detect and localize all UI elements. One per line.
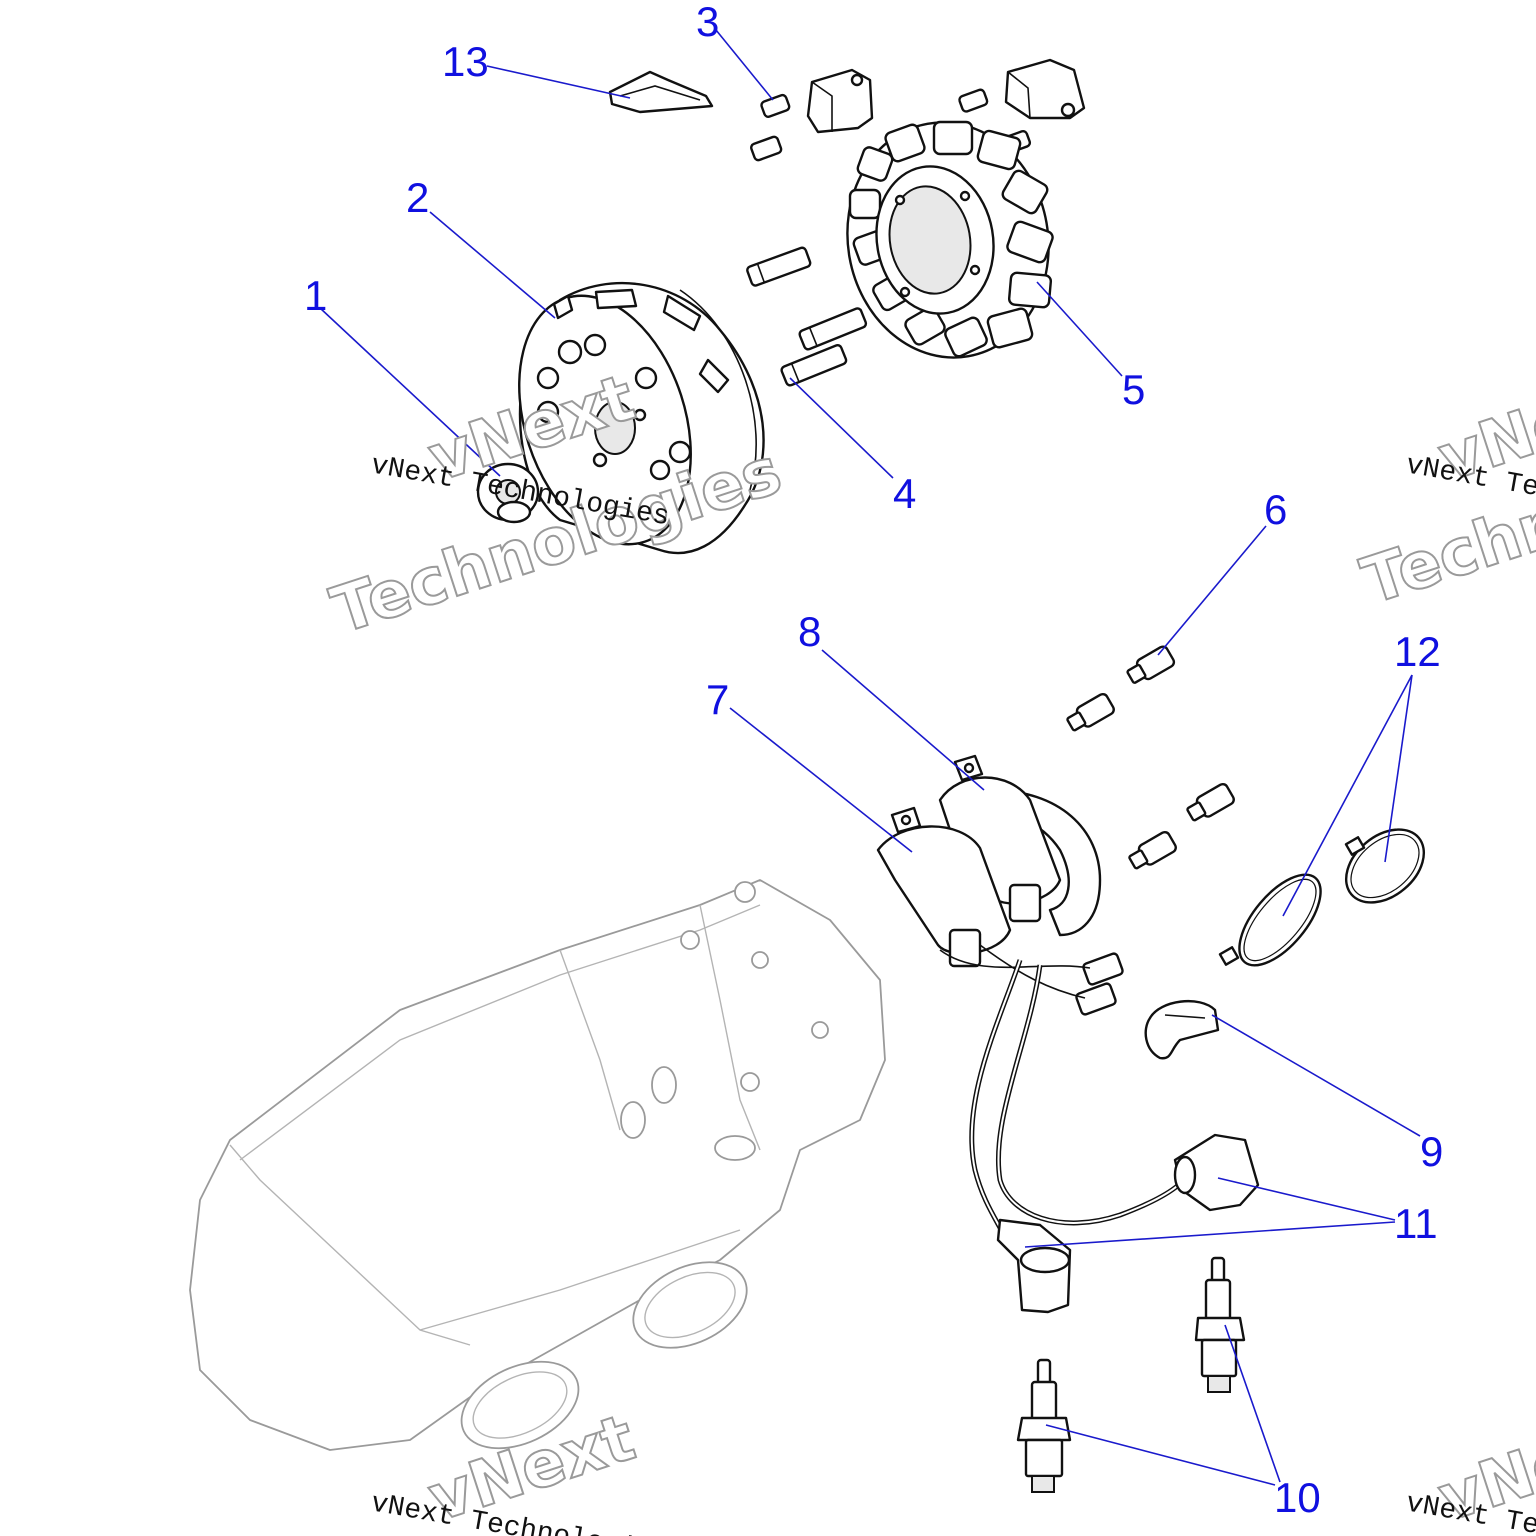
stator-part-5 — [846, 120, 1054, 359]
leader-6 — [1157, 525, 1267, 656]
leader-12a — [1282, 674, 1413, 917]
spark-plug-cap-upper — [1173, 1133, 1260, 1212]
spark-plug-upper — [1194, 1256, 1246, 1393]
leader-9 — [1211, 1014, 1421, 1137]
callout-7: 7 — [706, 676, 729, 723]
leader-5 — [1036, 281, 1123, 377]
cable-tie-left — [1218, 873, 1322, 967]
callout-6: 6 — [1264, 486, 1287, 533]
leader-lines — [319, 29, 1421, 1486]
pickup-sensor-left — [806, 68, 874, 134]
cable-tie-right — [1344, 828, 1426, 904]
callout-8: 8 — [798, 608, 821, 655]
leader-10a — [1224, 1324, 1281, 1483]
leader-10b — [1045, 1424, 1276, 1486]
bracket-part-13 — [608, 70, 714, 114]
callout-1: 1 — [304, 272, 327, 319]
callout-5: 5 — [1122, 366, 1145, 413]
clip-part-9 — [1144, 999, 1220, 1060]
leader-2 — [429, 211, 556, 319]
callout-13: 13 — [442, 38, 489, 85]
ignition-coil-part-8 — [938, 754, 1062, 905]
callout-9: 9 — [1420, 1128, 1443, 1175]
leader-13 — [486, 65, 631, 99]
engine-block-outline — [189, 879, 886, 1451]
leader-11a — [1217, 1177, 1396, 1221]
leader-1 — [319, 307, 501, 477]
washer-part-1 — [476, 462, 540, 524]
callout-3: 3 — [696, 0, 719, 45]
callout-10: 10 — [1274, 1474, 1321, 1521]
leader-7 — [729, 707, 913, 853]
callout-12: 12 — [1394, 628, 1441, 675]
leader-11b — [1024, 1221, 1396, 1248]
bolts-part-6 — [1066, 645, 1235, 870]
bolts-part-4 — [746, 246, 868, 387]
callout-2: 2 — [406, 174, 429, 221]
ignition-coil-part-7 — [876, 806, 1012, 955]
pickup-sensor-right — [1004, 58, 1086, 120]
spark-plug-cap-lower — [996, 1218, 1072, 1314]
leader-3 — [715, 29, 774, 101]
callout-11: 11 — [1394, 1200, 1438, 1247]
engine-port-rings — [460, 1261, 748, 1450]
callout-4: 4 — [893, 470, 916, 517]
leader-12b — [1384, 674, 1413, 863]
spark-plug-lower — [1016, 1358, 1072, 1493]
leader-8 — [821, 649, 985, 791]
leader-4 — [789, 377, 894, 479]
flywheel-part-2 — [518, 281, 765, 555]
callout-labels: 1 2 3 4 5 6 7 8 9 10 11 12 13 — [304, 0, 1443, 1521]
coil-connectors — [939, 883, 1124, 1016]
